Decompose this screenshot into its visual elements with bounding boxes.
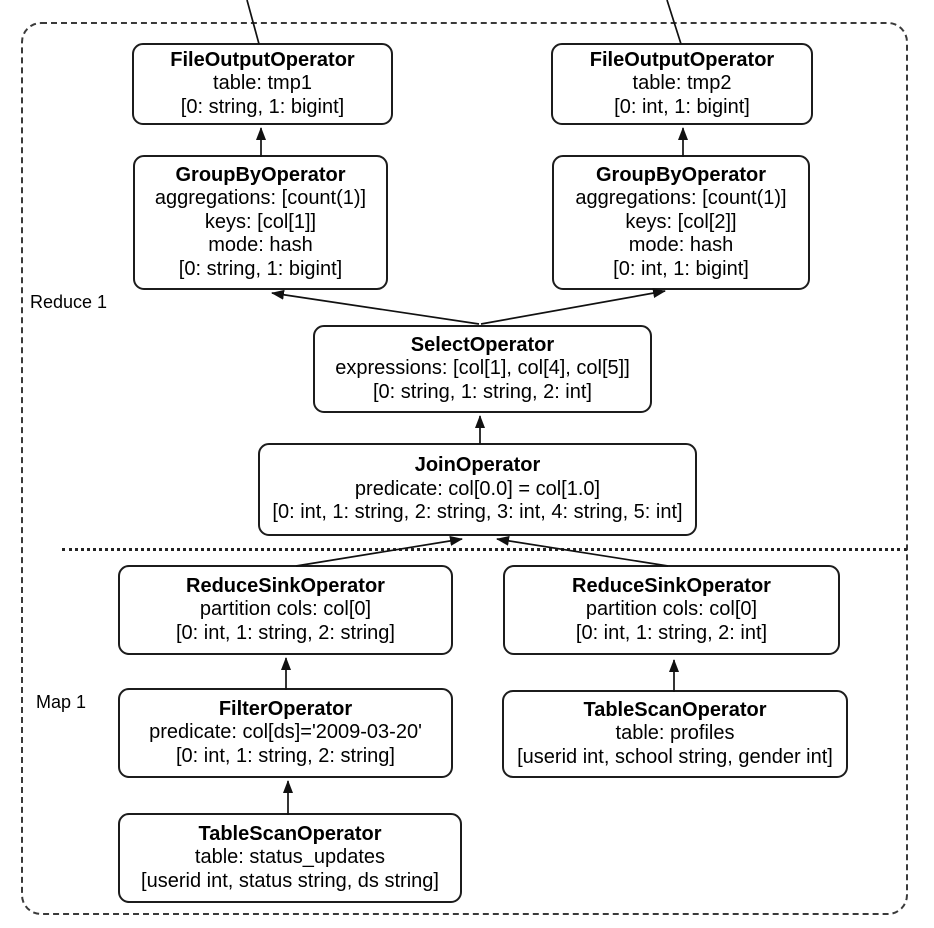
operator-line: mode: hash	[628, 234, 734, 257]
operator-line: [0: string, 1: string, 2: int]	[373, 380, 592, 403]
operator-title: TableScanOperator	[583, 698, 767, 721]
operator-line: [0: int, 1: string, 2: string, 3: int, 4…	[272, 501, 683, 524]
operator-line: table: profiles	[615, 722, 735, 745]
operator-box-join: JoinOperator predicate: col[0.0] = col[1…	[258, 443, 697, 536]
operator-line: partition cols: col[0]	[585, 598, 758, 621]
operator-box-fileoutput-tmp2: FileOutputOperator table: tmp2 [0: int, …	[551, 43, 813, 125]
operator-line: partition cols: col[0]	[199, 598, 372, 621]
map-reduce-stage-divider	[62, 548, 907, 551]
operator-title: ReduceSinkOperator	[186, 574, 385, 597]
operator-line: [0: string, 1: bigint]	[178, 257, 343, 280]
operator-line: table: tmp1	[213, 72, 312, 95]
operator-box-select: SelectOperator expressions: [col[1], col…	[313, 325, 652, 413]
operator-line: [userid int, status string, ds string]	[141, 869, 439, 892]
operator-title: FileOutputOperator	[589, 48, 775, 71]
operator-line: predicate: col[ds]='2009-03-20'	[149, 721, 422, 744]
operator-line: [0: string, 1: bigint]	[180, 95, 345, 118]
operator-title: TableScanOperator	[198, 822, 382, 845]
operator-line: [0: int, 1: bigint]	[613, 257, 749, 280]
operator-line: keys: [col[1]]	[204, 210, 317, 233]
operator-box-groupby-right: GroupByOperator aggregations: [count(1)]…	[552, 155, 810, 290]
operator-line: keys: [col[2]]	[625, 210, 737, 233]
operator-line: table: tmp2	[632, 72, 732, 95]
operator-line: mode: hash	[208, 234, 313, 257]
operator-box-tablescan-profiles: TableScanOperator table: profiles [useri…	[502, 690, 848, 778]
operator-line: [0: int, 1: string, 2: string]	[176, 744, 395, 767]
operator-box-filter: FilterOperator predicate: col[ds]='2009-…	[118, 688, 453, 778]
operator-line: aggregations: [count(1)]	[154, 187, 367, 210]
operator-title: FilterOperator	[218, 697, 353, 720]
operator-line: [0: int, 1: string, 2: int]	[575, 621, 768, 644]
operator-title: FileOutputOperator	[170, 48, 355, 71]
operator-line: expressions: [col[1], col[4], col[5]]	[335, 357, 630, 380]
operator-title: ReduceSinkOperator	[572, 574, 771, 597]
operator-title: GroupByOperator	[175, 163, 346, 186]
operator-box-fileoutput-tmp1: FileOutputOperator table: tmp1 [0: strin…	[132, 43, 393, 125]
operator-line: [0: int, 1: bigint]	[614, 95, 750, 118]
region-label-reduce: Reduce 1	[30, 292, 108, 312]
region-label-map: Map 1	[36, 692, 87, 712]
operator-title: GroupByOperator	[595, 163, 767, 186]
operator-line: [0: int, 1: string, 2: string]	[176, 621, 395, 644]
operator-title: SelectOperator	[410, 333, 555, 356]
operator-box-reducesink-right: ReduceSinkOperator partition cols: col[0…	[503, 565, 840, 655]
operator-box-groupby-left: GroupByOperator aggregations: [count(1)]…	[133, 155, 388, 290]
operator-title: JoinOperator	[414, 454, 541, 477]
operator-line: predicate: col[0.0] = col[1.0]	[354, 477, 601, 500]
operator-box-reducesink-left: ReduceSinkOperator partition cols: col[0…	[118, 565, 453, 655]
operator-line: table: status_updates	[194, 846, 386, 869]
mapreduce-job-boundary	[21, 22, 908, 915]
operator-line: aggregations: [count(1)]	[575, 187, 787, 210]
operator-line: [userid int, school string, gender int]	[517, 745, 833, 768]
operator-box-tablescan-status: TableScanOperator table: status_updates …	[118, 813, 462, 903]
